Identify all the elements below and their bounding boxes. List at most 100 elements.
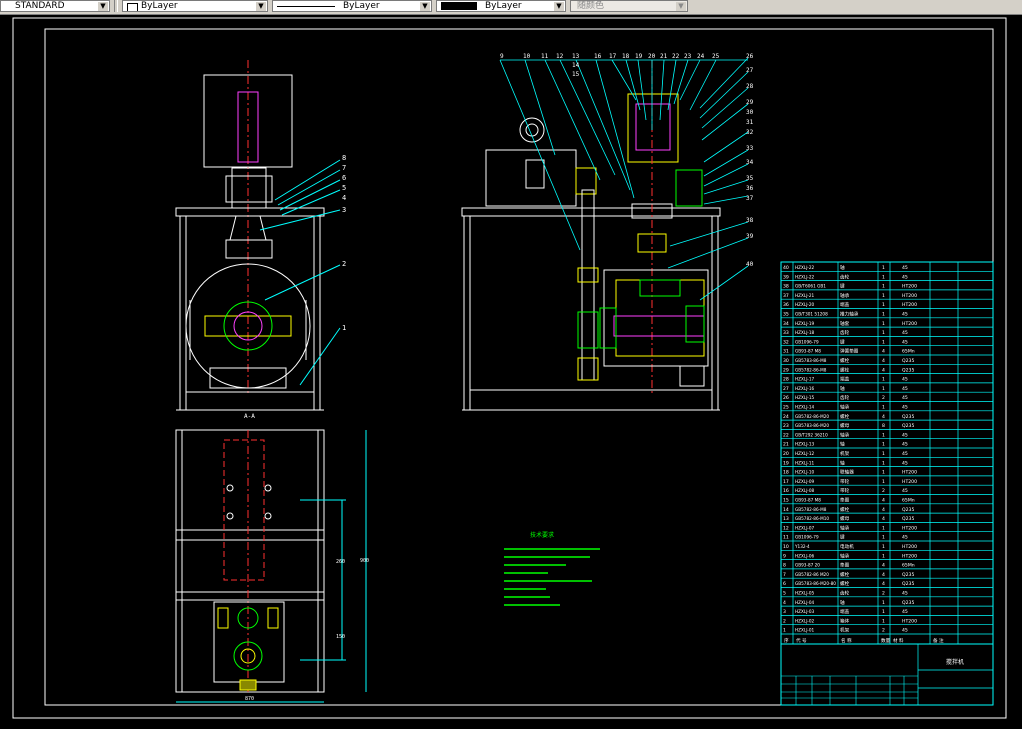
table-cell: GB/T292 36210 — [795, 432, 828, 437]
table-cell: 螺栓 — [840, 366, 850, 373]
balloon-label: 8 — [342, 154, 346, 162]
lineweight-dropdown[interactable]: ByLayer ▼ — [436, 0, 566, 12]
table-cell: HZXLJ-08 — [795, 488, 814, 493]
balloon-label: 39 — [746, 233, 754, 240]
balloon-label: 40 — [746, 261, 754, 268]
table-cell: 2 — [783, 618, 786, 624]
table-cell: 1 — [882, 609, 885, 615]
table-cell: 5 — [783, 591, 786, 597]
table-cell: 齿轮 — [840, 329, 850, 336]
table-cell: HZXLJ-05 — [795, 591, 814, 596]
table-cell: 螺母 — [840, 422, 850, 429]
balloon-label: 19 — [635, 53, 643, 60]
table-cell: 螺栓 — [840, 413, 850, 420]
table-cell: 1 — [783, 628, 786, 634]
table-cell: 38 — [783, 284, 789, 290]
table-cell: 45 — [902, 609, 908, 615]
chevron-down-icon[interactable]: ▼ — [420, 2, 430, 11]
table-cell: GB93-87 20 — [795, 563, 820, 568]
table-cell: 轴 — [840, 264, 845, 271]
table-cell: 端盖 — [840, 608, 850, 615]
table-cell: 1 — [882, 432, 885, 438]
balloon-label: 4 — [342, 194, 346, 202]
table-cell: 45 — [902, 377, 908, 383]
chevron-down-icon[interactable]: ▼ — [676, 2, 686, 11]
balloon-label: 1 — [342, 324, 346, 332]
table-cell: HZXLJ-02 — [795, 618, 814, 623]
section-view — [175, 429, 325, 693]
table-cell: 45 — [902, 265, 908, 271]
balloon-label: 38 — [746, 217, 754, 224]
linetype-dropdown[interactable]: ByLayer ▼ — [272, 0, 432, 12]
table-cell: 带轮 — [840, 487, 850, 494]
table-header: 备 注 — [933, 637, 944, 644]
table-cell: 电动机 — [840, 543, 854, 550]
table-cell: 3 — [783, 609, 786, 615]
table-cell: 19 — [783, 460, 789, 466]
table-cell: 键 — [840, 534, 845, 541]
table-cell: GB5782-86-M10 — [795, 516, 829, 521]
table-cell: HZXLJ-06 — [795, 553, 814, 558]
table-cell: 1 — [882, 339, 885, 345]
table-cell: 1 — [882, 302, 885, 308]
dim-height: 900 — [360, 558, 369, 564]
table-cell: 45 — [902, 330, 908, 336]
drawing-canvas[interactable]: 8 7 6 5 4 3 2 1 A-A 8 — [0, 15, 1022, 729]
table-cell: 30 — [783, 358, 789, 364]
balloon-label: 26 — [746, 53, 754, 60]
table-cell: 8 — [882, 423, 885, 429]
chevron-down-icon[interactable]: ▼ — [98, 2, 108, 11]
balloon-label: 15 — [572, 71, 580, 78]
chevron-down-icon[interactable]: ▼ — [256, 2, 266, 11]
lineweight-value: ByLayer — [485, 1, 522, 11]
table-cell: 2 — [882, 488, 885, 494]
table-cell: 1 — [882, 479, 885, 485]
table-cell: Q235 — [902, 600, 914, 606]
balloon-label: 6 — [342, 174, 346, 182]
lineweight-sample-icon — [441, 2, 477, 10]
chevron-down-icon[interactable]: ▼ — [554, 2, 564, 11]
table-cell: 14 — [783, 507, 789, 513]
table-cell: 轴承 — [840, 404, 850, 411]
balloon-label: 29 — [746, 99, 754, 106]
table-cell: GB5783-86-M20-80 — [795, 581, 836, 586]
balloon-label: 5 — [342, 184, 346, 192]
table-cell: 20 — [783, 451, 789, 457]
table-cell: 1 — [882, 330, 885, 336]
table-cell: GB5782-86-M8 — [795, 367, 827, 372]
table-cell: 带轮 — [840, 478, 850, 485]
color-dropdown[interactable]: ByLayer ▼ — [122, 0, 268, 12]
table-cell: 16 — [783, 488, 789, 494]
table-cell: 螺栓 — [840, 580, 850, 587]
balloon-label: 14 — [572, 62, 580, 69]
balloon-label: 11 — [541, 53, 549, 60]
table-cell: 25 — [783, 405, 789, 411]
dim-inner-2: 150 — [336, 634, 345, 640]
table-cell: 45 — [902, 628, 908, 634]
table-cell: Q235 — [902, 507, 914, 513]
table-cell: 1 — [882, 377, 885, 383]
text-style-dropdown[interactable]: STANDARD ▼ — [0, 0, 110, 12]
table-cell: HZXLJ-19 — [795, 321, 814, 326]
table-cell: 1 — [882, 460, 885, 466]
toolbar-separator — [114, 0, 118, 12]
table-cell: 弹簧垫圈 — [840, 348, 859, 355]
table-cell: 18 — [783, 470, 789, 476]
plotstyle-dropdown[interactable]: 随颜色 ▼ — [570, 0, 688, 12]
table-cell: 1 — [882, 618, 885, 624]
table-cell: 轴承 — [840, 431, 850, 438]
color-value: ByLayer — [141, 1, 178, 11]
table-cell: 1 — [882, 535, 885, 541]
linetype-value: ByLayer — [343, 1, 380, 11]
table-cell: GB5782-86-M8 — [795, 507, 827, 512]
table-cell: GB1096-79 — [795, 339, 819, 344]
table-cell: 1 — [882, 525, 885, 531]
side-view — [461, 60, 721, 411]
table-cell: 6 — [783, 581, 786, 587]
table-cell: 45 — [902, 405, 908, 411]
table-cell: 轴 — [840, 385, 845, 392]
table-cell: HT200 — [902, 525, 917, 531]
table-cell: 轴承 — [840, 552, 850, 559]
table-cell: 24 — [783, 414, 789, 420]
table-cell: 齿轮 — [840, 394, 850, 401]
